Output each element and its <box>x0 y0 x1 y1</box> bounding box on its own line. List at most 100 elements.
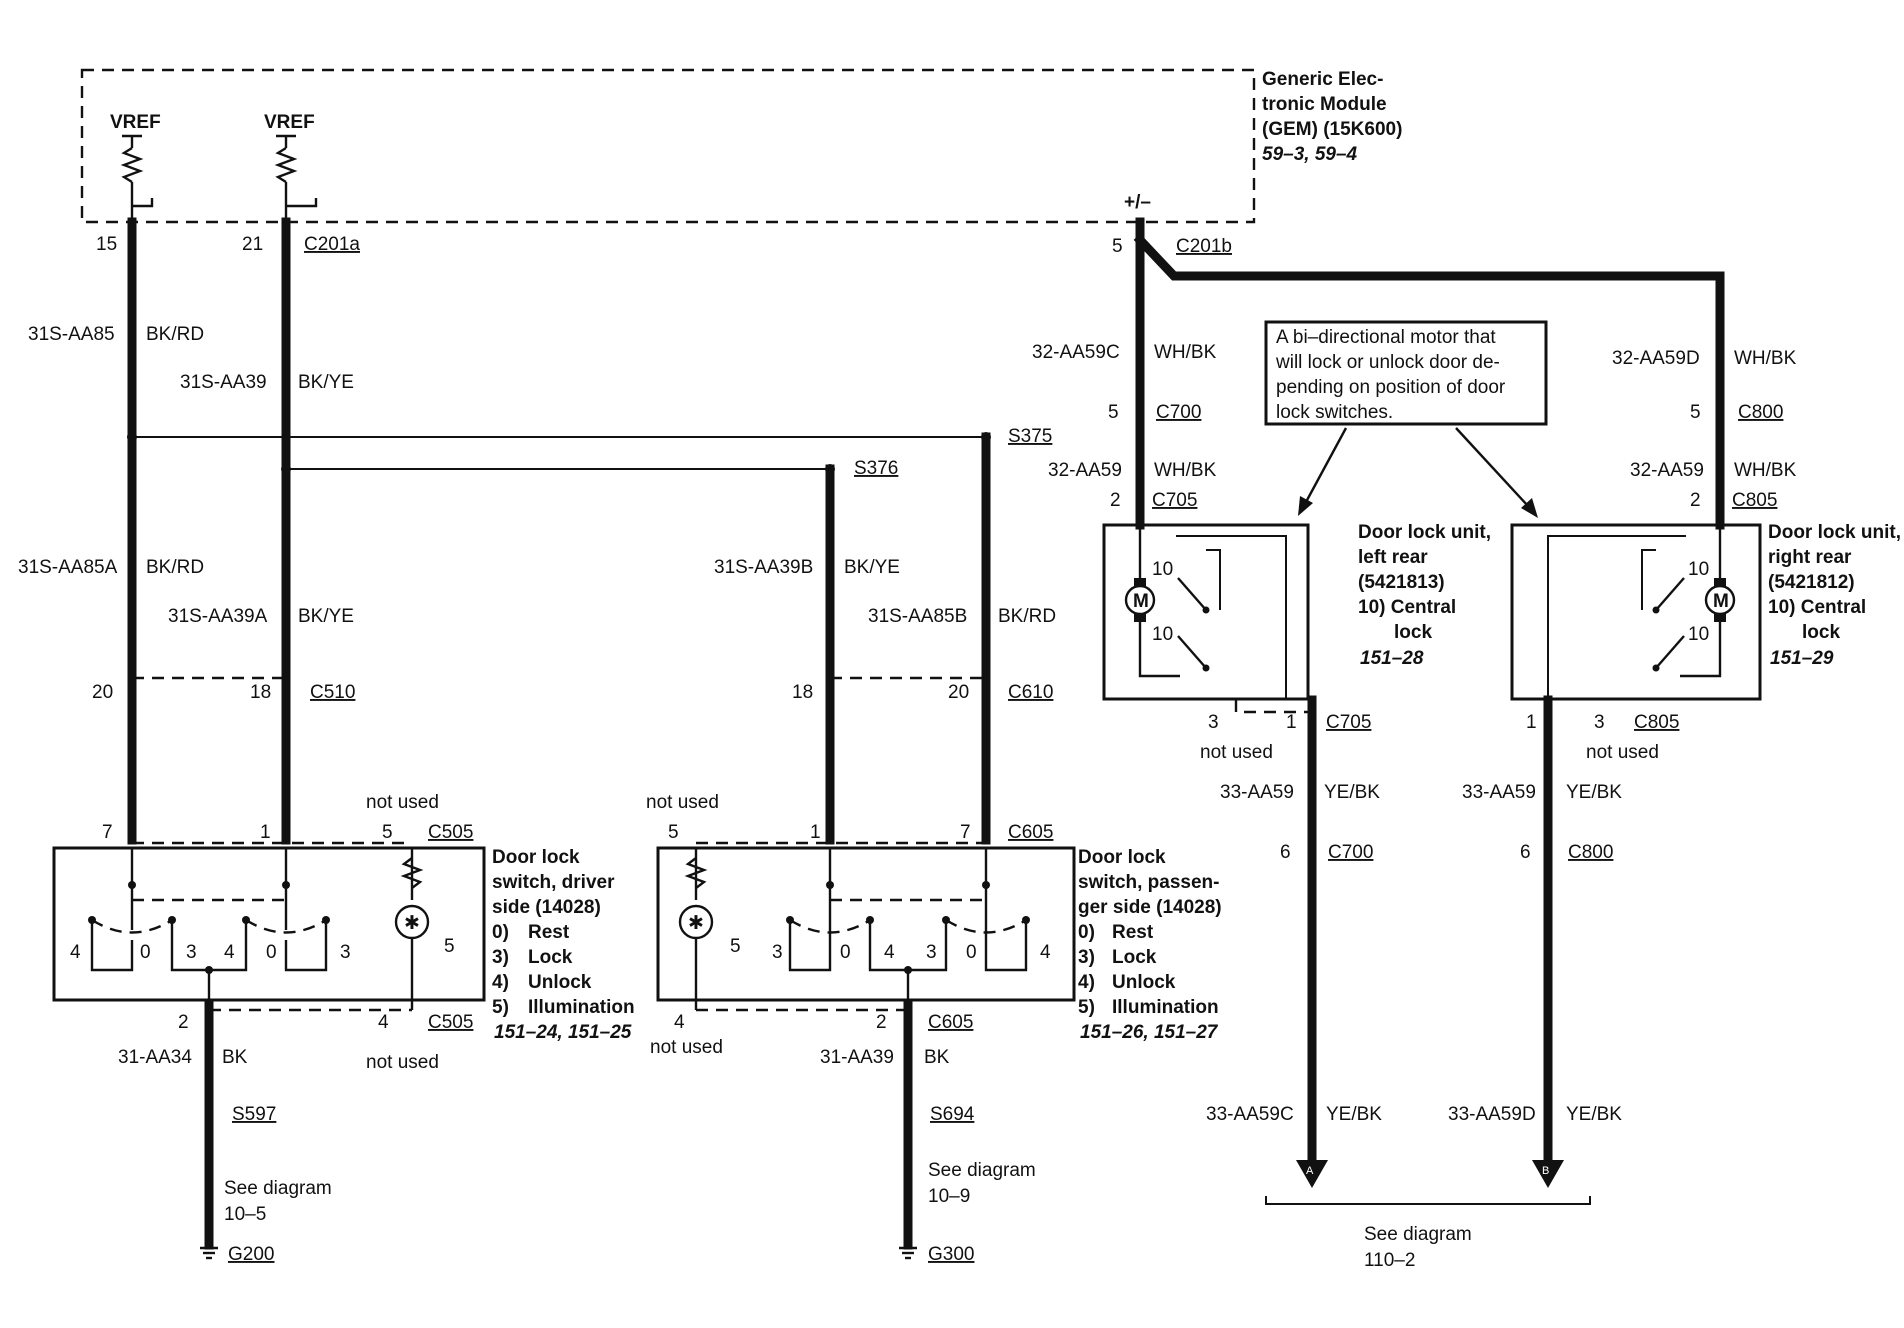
pin-6-c700: 6 <box>1280 842 1291 863</box>
color-bk-ye-2: BK/YE <box>298 606 354 627</box>
passenger-pos-c: 0 <box>840 942 851 963</box>
passenger-opt3-num: 3) <box>1078 947 1095 968</box>
passenger-pos-g: 4 <box>1040 942 1051 963</box>
pin-5-c700: 5 <box>1108 402 1119 423</box>
driver-switch-box <box>52 846 486 1002</box>
passenger-switch-title-2: switch, passen- <box>1078 872 1220 893</box>
gem-module: Generic Elec- tronic Module (GEM) (15K60… <box>80 68 1402 224</box>
left-unit-title-4: 10) Central <box>1358 597 1456 618</box>
not-used-5: not used <box>1200 742 1273 763</box>
passenger-switch-title-3: ger side (14028) <box>1078 897 1222 918</box>
passenger-pos-b: 3 <box>772 942 783 963</box>
pin-2-c805: 2 <box>1690 490 1701 511</box>
color-ye-bk-4: YE/BK <box>1566 1104 1622 1125</box>
splice-dot-left-1 <box>127 432 137 442</box>
left-unit-ref: 151–28 <box>1360 648 1424 669</box>
splice-dot-left-2 <box>281 464 291 474</box>
color-bk-2: BK <box>924 1047 950 1068</box>
callout-line4: lock switches. <box>1276 402 1393 423</box>
circuit-32-aa59-left: 32-AA59 <box>1048 460 1122 481</box>
passenger-switch-ref: 151–26, 151–27 <box>1080 1022 1219 1043</box>
output-circuits: A B 3 1 C705 not used 1 3 C805 not used … <box>1200 695 1679 1271</box>
pin-1-c805: 1 <box>1526 712 1537 733</box>
passenger-pos-e: 3 <box>926 942 937 963</box>
not-used-4: not used <box>650 1037 723 1058</box>
right-unit-title-5: lock <box>1802 622 1840 643</box>
passenger-opt4-num: 4) <box>1078 972 1095 993</box>
passenger-opt4: Unlock <box>1112 972 1176 993</box>
color-wh-bk-2: WH/BK <box>1154 460 1217 481</box>
driver-opt3-num: 3) <box>492 947 509 968</box>
door-lock-unit-right-rear: M 10 10 Door lock unit, right rear (5421… <box>1510 522 1901 701</box>
circuit-31s-aa39: 31S-AA39 <box>180 372 267 393</box>
passenger-door-lock-switch: ✱ 5 3 0 4 3 0 4 Door lock switch, passen… <box>656 846 1222 1043</box>
splice-s597: S597 <box>232 1104 276 1125</box>
color-ye-bk-3: YE/BK <box>1326 1104 1382 1125</box>
connector-c505-bottom: C505 <box>428 1012 473 1033</box>
pin-1-c705: 1 <box>1286 712 1297 733</box>
driver-pos-d: 4 <box>224 942 235 963</box>
pin-5-c800: 5 <box>1690 402 1701 423</box>
pin-3-c705: 3 <box>1208 712 1219 733</box>
left-unit-title-1: Door lock unit, <box>1358 522 1491 543</box>
color-wh-bk-3: WH/BK <box>1734 348 1797 369</box>
splice-s694: S694 <box>930 1104 975 1125</box>
arrow-b-label: B <box>1542 1165 1549 1177</box>
gem-motor-pin-label: +/– <box>1124 192 1151 213</box>
connector-c510: C510 <box>310 682 355 703</box>
callout-line3: pending on position of door <box>1276 377 1506 398</box>
connector-c705-bottom: C705 <box>1326 712 1371 733</box>
circuit-32-aa59c: 32-AA59C <box>1032 342 1120 363</box>
connector-c805-bottom: C805 <box>1634 712 1679 733</box>
driver-side-circuits: 15 21 C201a 31S-AA85 BK/RD 31S-AA39 BK/Y… <box>18 217 986 845</box>
motor-feed-circuits: 5 C201b 32-AA59C WH/BK 5 C700 32-AA59 WH… <box>1032 217 1797 530</box>
svg-text:✱: ✱ <box>404 913 420 934</box>
color-bk-ye-3: BK/YE <box>844 557 900 578</box>
passenger-pos-a: 5 <box>730 936 741 957</box>
vref-right-label: VREF <box>264 112 315 133</box>
passenger-opt0-num: 0) <box>1078 922 1095 943</box>
left-unit-title-3: (5421813) <box>1358 572 1445 593</box>
driver-ground-circuit: 2 4 C505 31-AA34 BK not used S597 See di… <box>118 1000 473 1265</box>
passenger-ground-circuit: 4 2 C605 not used 31-AA39 BK S694 See di… <box>650 1000 1036 1265</box>
color-bk-ye-1: BK/YE <box>298 372 354 393</box>
driver-opt0: Rest <box>528 922 570 943</box>
right-motor-label: M <box>1713 591 1729 612</box>
see-diagram-2-number: 10–9 <box>928 1186 970 1207</box>
pin-21: 21 <box>242 234 263 255</box>
arrow-a-label: A <box>1306 1165 1314 1177</box>
driver-pos-b: 0 <box>140 942 151 963</box>
gem-boundary <box>80 68 1256 224</box>
left-motor-label: M <box>1133 591 1149 612</box>
splice-s375: S375 <box>1008 426 1052 447</box>
driver-opt4: Unlock <box>528 972 592 993</box>
pin-20-right: 20 <box>948 682 969 703</box>
connector-c201b: C201b <box>1176 236 1232 257</box>
arrow-a <box>1296 1160 1328 1188</box>
left-pos-bottom: 10 <box>1152 624 1173 645</box>
connector-c705-top: C705 <box>1152 490 1197 511</box>
pin-1-right: 1 <box>810 822 821 843</box>
color-bk-1: BK <box>222 1047 248 1068</box>
ground-g200: G200 <box>228 1244 274 1265</box>
pin-2-c705: 2 <box>1110 490 1121 511</box>
color-bk-rd-1: BK/RD <box>146 324 204 345</box>
pin-4-left: 4 <box>378 1012 389 1033</box>
passenger-pos-d: 4 <box>884 942 895 963</box>
left-pos-top: 10 <box>1152 559 1173 580</box>
driver-opt4-num: 4) <box>492 972 509 993</box>
pullup-resistor-left <box>120 134 154 222</box>
color-bk-rd-3: BK/RD <box>998 606 1056 627</box>
pin-5-right: 5 <box>668 822 679 843</box>
right-pos-bottom: 10 <box>1688 624 1709 645</box>
driver-pos-e: 0 <box>266 942 277 963</box>
see-diagram-1-number: 10–5 <box>224 1204 266 1225</box>
color-ye-bk-1: YE/BK <box>1324 782 1380 803</box>
callout-line1: A bi–directional motor that <box>1276 327 1496 348</box>
not-used-3: not used <box>646 792 719 813</box>
driver-opt5: Illumination <box>528 997 635 1018</box>
left-unit-title-5: lock <box>1394 622 1432 643</box>
color-bk-rd-2: BK/RD <box>146 557 204 578</box>
driver-switch-title-2: switch, driver <box>492 872 615 893</box>
